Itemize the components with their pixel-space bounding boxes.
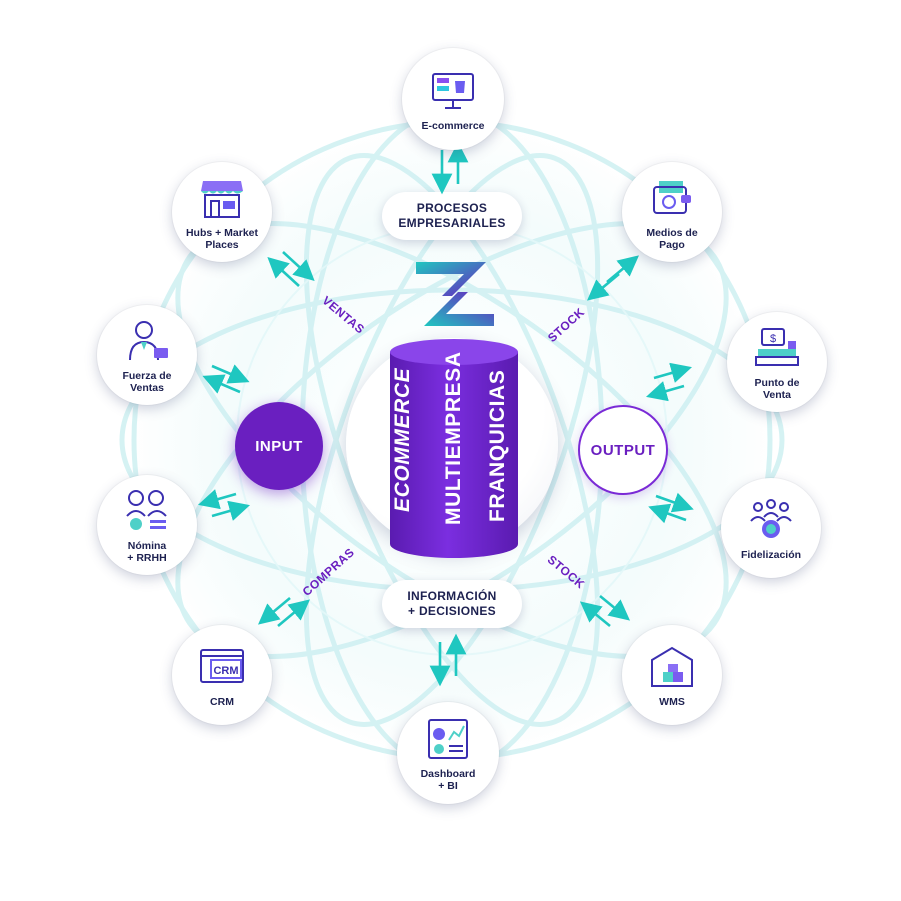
node-label: Medios de Pago — [646, 227, 698, 251]
svg-text:CRM: CRM — [213, 665, 238, 677]
node-punto-venta: $ Punto de Venta — [727, 312, 827, 412]
node-label: Punto de Venta — [754, 377, 800, 401]
arrow-nomina-2 — [211, 500, 250, 521]
salesman-icon — [129, 321, 168, 361]
node-label: Nómina + RRHH — [127, 540, 167, 564]
node-label: CRM — [210, 696, 234, 708]
arrow-fid-2 — [648, 503, 687, 524]
node-fidelizacion: Fidelización — [721, 478, 821, 578]
svg-text:$: $ — [770, 333, 776, 345]
loyalty-group-icon — [750, 499, 792, 538]
arrow-medios-2 — [587, 273, 620, 301]
arrow-wms-1 — [599, 594, 631, 621]
node-fuerza-ventas: Fuerza de Ventas — [97, 305, 197, 405]
arrow-fid-1 — [655, 492, 694, 513]
node-wms: WMS — [622, 625, 722, 725]
warehouse-icon — [651, 646, 693, 687]
crm-window-icon: CRM — [200, 649, 244, 683]
arrow-pv-1 — [653, 362, 692, 383]
arrow-pv-2 — [646, 381, 685, 402]
input-circle: INPUT — [235, 402, 323, 490]
node-crm: CRM CRM — [172, 625, 272, 725]
node-label: Fuerza de Ventas — [122, 370, 172, 394]
arrow-wms-2 — [579, 601, 611, 628]
output-circle: OUTPUT — [578, 405, 668, 495]
arrow-crm-1 — [258, 597, 291, 625]
node-label: WMS — [659, 696, 685, 708]
node-label: Fidelización — [740, 549, 802, 561]
arrow-hubs-2 — [267, 256, 300, 287]
node-dashboard: Dashboard + BI — [397, 702, 499, 804]
cash-register-icon: $ — [755, 328, 799, 366]
node-medios-pago: Medios de Pago — [622, 162, 722, 262]
node-ecommerce: E-commerce — [402, 48, 504, 150]
monitor-shopping-icon — [432, 73, 474, 109]
arrow-medios-1 — [606, 255, 639, 283]
people-hr-icon — [126, 490, 167, 530]
node-label: Hubs + Market Places — [185, 227, 259, 251]
arrow-hubs-1 — [282, 251, 315, 282]
node-label: Dashboard + BI — [420, 768, 476, 792]
wallet-icon — [653, 181, 691, 214]
dashboard-report-icon — [428, 719, 468, 759]
center-cylinder — [390, 339, 518, 558]
arrow-nomina-1 — [198, 489, 237, 510]
node-label: E-commerce — [421, 120, 485, 132]
brand-z-logo-icon — [416, 262, 494, 326]
arrow-crm-2 — [277, 599, 310, 627]
storefront-icon — [201, 181, 243, 218]
node-hubs: Hubs + Market Places — [172, 162, 272, 262]
node-nomina: Nómina + RRHH — [97, 475, 197, 575]
arrow-fuerza-1 — [211, 364, 250, 384]
arrow-fuerza-2 — [202, 374, 241, 394]
informacion-decisiones-pill: INFORMACIÓN + DECISIONES — [382, 580, 522, 628]
procesos-empresariales-pill: PROCESOS EMPRESARIALES — [382, 192, 522, 240]
